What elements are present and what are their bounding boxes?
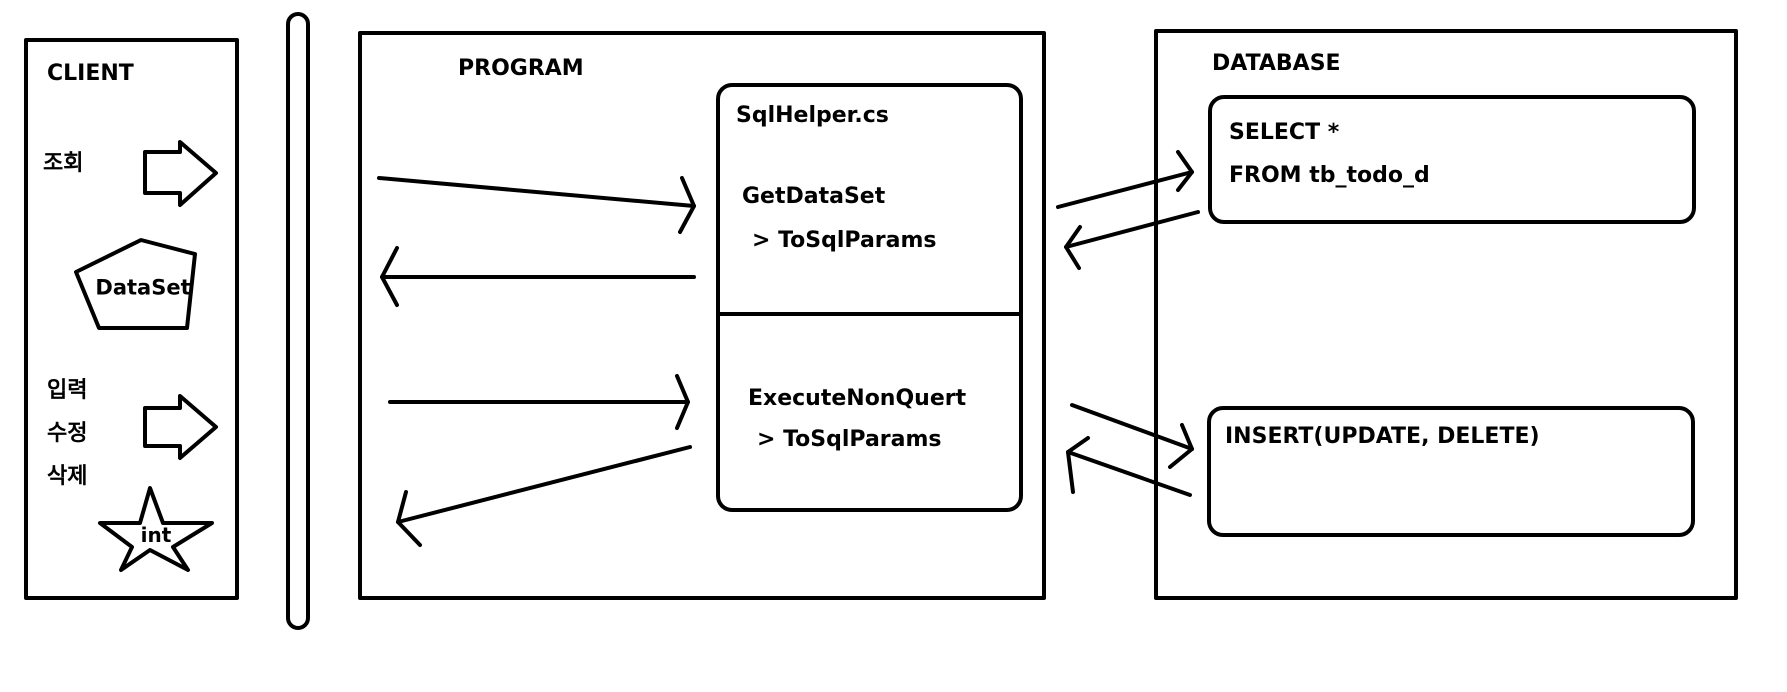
write-label-delete: 삭제 xyxy=(47,464,88,489)
execute-request-arrow-icon xyxy=(675,374,690,430)
executenonquery-method: ExecuteNonQuert xyxy=(748,386,967,411)
getdataset-request-arrow-icon xyxy=(678,176,696,234)
int-badge: int xyxy=(140,523,172,547)
write-hollow-arrow-icon xyxy=(143,394,218,460)
insert-send-arrow-icon xyxy=(1168,423,1194,469)
client-panel xyxy=(24,38,239,600)
sqlhelper-filename: SqlHelper.cs xyxy=(736,103,889,128)
insert-result-arrow-icon xyxy=(1066,436,1090,494)
getdataset-sub: > ToSqlParams xyxy=(752,228,937,253)
program-panel xyxy=(358,31,1046,600)
program-title: PROGRAM xyxy=(458,56,584,81)
write-label-update: 수정 xyxy=(47,421,88,446)
getdataset-method: GetDataSet xyxy=(742,184,886,209)
query-label: 조회 xyxy=(43,151,84,176)
divider-bar xyxy=(286,12,310,630)
query-hollow-arrow-icon xyxy=(143,140,218,207)
dataset-badge: DataSet xyxy=(95,275,191,300)
select-line-2: FROM tb_todo_d xyxy=(1229,163,1430,188)
database-title: DATABASE xyxy=(1212,51,1341,76)
int-star-icon xyxy=(98,486,214,572)
sqlhelper-box xyxy=(716,83,1023,512)
select-result-arrow-icon xyxy=(1064,225,1082,270)
dataset-pentagon-icon xyxy=(74,238,197,330)
client-title: CLIENT xyxy=(47,61,134,86)
dataset-return-arrow-icon xyxy=(380,246,399,307)
select-line-1: SELECT * xyxy=(1229,120,1340,145)
insert-query-text: INSERT(UPDATE, DELETE) xyxy=(1225,424,1540,449)
executenonquery-sub: > ToSqlParams xyxy=(757,427,942,452)
database-panel xyxy=(1154,29,1738,600)
select-query-box xyxy=(1208,95,1696,224)
select-send-arrow-icon xyxy=(1176,150,1194,192)
write-label-insert: 입력 xyxy=(47,378,88,403)
int-return-arrow-icon xyxy=(396,490,422,547)
insert-query-box xyxy=(1207,406,1695,537)
